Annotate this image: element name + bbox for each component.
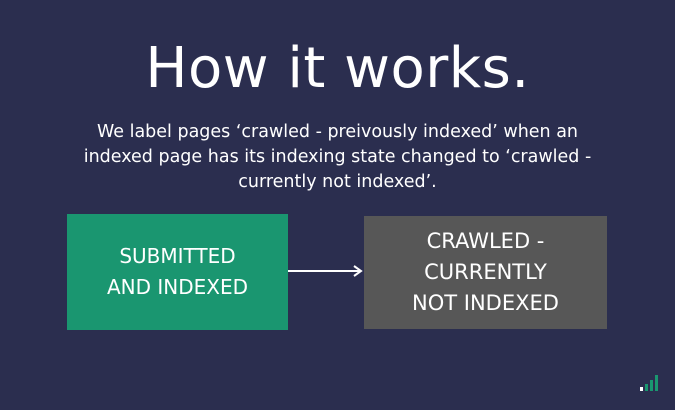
description-text: We label pages ‘crawled - preivously ind…	[83, 122, 592, 192]
transition-arrow-icon	[288, 265, 363, 277]
signal-bars-icon	[640, 375, 658, 391]
crawled-not-indexed-node: CRAWLED - CURRENTLY NOT INDEXED	[364, 216, 607, 329]
submitted-and-indexed-node: SUBMITTED AND INDEXED	[67, 214, 288, 330]
page-title: How it works.	[145, 36, 530, 101]
